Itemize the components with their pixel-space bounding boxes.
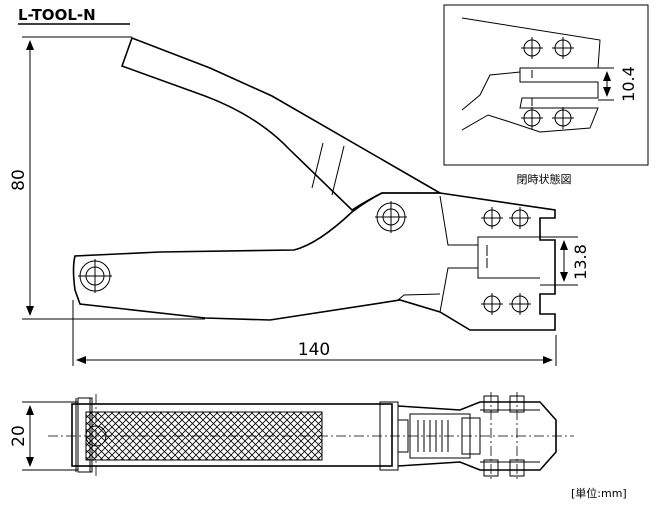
tool-top-view <box>48 392 574 480</box>
model-title: L-TOOL-N <box>18 6 130 25</box>
tool-side-view <box>72 36 556 331</box>
svg-text:80: 80 <box>9 169 29 191</box>
inset-closed-state: 10.4 <box>443 4 649 166</box>
lower-handle <box>72 192 556 331</box>
svg-text:140: 140 <box>298 340 330 360</box>
svg-text:L-TOOL-N: L-TOOL-N <box>18 6 96 24</box>
jaw-bolts-lower <box>481 293 531 315</box>
dim-width: 20 <box>9 401 78 471</box>
inset-caption: 閉時状態図 <box>517 172 572 186</box>
jaw-bolts-upper <box>481 207 531 229</box>
dim-height: 80 <box>9 36 205 320</box>
grip-band <box>311 142 345 196</box>
dim-jaw-gap: 13.8 <box>540 236 590 286</box>
unit-note: [単位:mm] <box>571 486 627 500</box>
dim-length: 140 <box>72 300 557 366</box>
svg-text:10.4: 10.4 <box>619 66 638 102</box>
svg-text:20: 20 <box>9 425 29 447</box>
svg-text:13.8: 13.8 <box>571 244 590 280</box>
upper-handle <box>120 36 443 212</box>
